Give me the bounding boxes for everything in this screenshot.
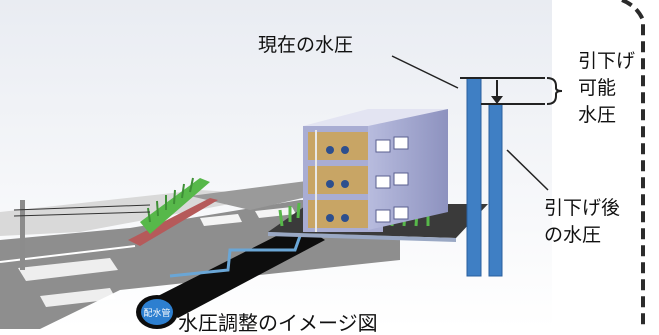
floor-interior xyxy=(308,132,368,160)
after-pressure-label-line: 引下げ後 xyxy=(544,197,621,219)
reducible-pressure-label-line: 可能 xyxy=(578,77,617,99)
after-pressure-label: 引下げ後 の水圧 xyxy=(544,195,620,249)
power-line xyxy=(13,204,151,211)
building-plot-edge xyxy=(268,232,456,242)
curb xyxy=(128,198,218,246)
building-roof xyxy=(303,109,448,126)
water-main: 配水管 xyxy=(136,224,325,329)
reducible-pressure-label: 引下げ 可能 水圧 xyxy=(578,48,635,129)
hedge-blades xyxy=(147,177,194,223)
reduction-brace xyxy=(546,77,563,105)
water-main-pipe xyxy=(150,224,325,318)
crosswalk xyxy=(200,214,242,226)
current-pressure-column xyxy=(466,77,482,277)
reducible-pressure-label-line: 引下げ xyxy=(578,50,636,72)
reduction-arrowhead xyxy=(491,96,503,104)
meters xyxy=(326,146,349,222)
windows xyxy=(375,136,409,223)
power-line xyxy=(13,211,151,217)
after-pressure-label-line: の水圧 xyxy=(544,224,602,246)
crosswalk xyxy=(40,288,116,307)
dashed-border xyxy=(621,0,645,329)
service-line xyxy=(169,235,302,278)
pressure-columns xyxy=(391,55,563,277)
hedge xyxy=(140,178,210,234)
crosswalk xyxy=(255,207,296,218)
reducible-pressure-label-line: 水圧 xyxy=(578,104,617,126)
utility-pole xyxy=(20,200,25,270)
current-pressure-label: 現在の水圧 xyxy=(258,34,354,56)
floor-interior xyxy=(308,166,368,194)
apartment-building xyxy=(303,109,448,232)
current-pressure-leader xyxy=(391,55,459,89)
after-pressure-leader xyxy=(506,149,549,191)
crosswalk xyxy=(18,258,118,281)
diagram-caption: 水圧調整のイメージ図 xyxy=(178,311,378,335)
water-main-end xyxy=(141,299,173,325)
floor-interior xyxy=(308,200,368,228)
reduced-pressure-column xyxy=(488,103,503,277)
building-front xyxy=(368,109,448,230)
pipe-label: 配水管 xyxy=(143,307,170,318)
